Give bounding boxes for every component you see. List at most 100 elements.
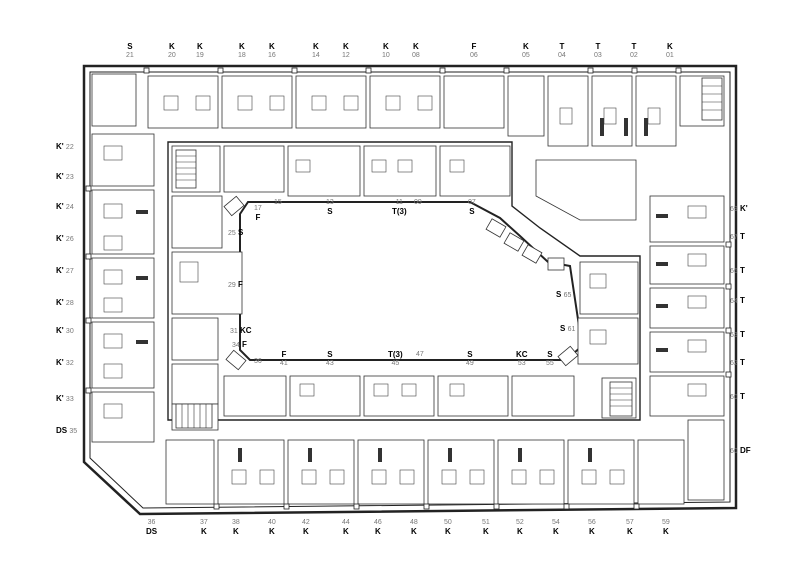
inner-right-label-61-type: S: [560, 324, 566, 333]
inner-left-label-29: 29 F: [228, 280, 243, 290]
bottom-room-label-51-type: K: [483, 527, 489, 536]
inner-top-label-17-number: 17: [254, 205, 262, 212]
bottom-room-label-57-number: 57: [626, 519, 634, 526]
right-room-label-63-number: 63: [730, 332, 738, 339]
inner-bottom-label-45-type: T(3): [388, 350, 403, 359]
inner-top-label-13-number: 13: [326, 199, 334, 206]
inner-bottom-label-55-type: S: [547, 350, 553, 359]
inner-top-label-13-type: S: [327, 207, 333, 216]
bottom-room-label-42-number: 42: [302, 519, 310, 526]
structural-columns: [85, 67, 732, 510]
inner-bottom-label-47: 47: [416, 350, 424, 359]
right-room-label-60: 60 T: [730, 392, 745, 402]
inner-right-label-65: S 65: [556, 290, 571, 300]
inner-bottom-label-43-number: 43: [326, 360, 334, 367]
bottom-room-label-52-number: 52: [516, 519, 524, 526]
left-room-label-23-type: K': [56, 172, 64, 181]
inner-top-label-11-number: 11: [395, 199, 403, 206]
left-room-label-35: DS 35: [56, 426, 77, 436]
top-room-label-06-number: 06: [470, 52, 478, 59]
right-room-label-62: 62 T: [730, 358, 745, 368]
inner-right-label-65-type: S: [556, 290, 562, 299]
left-room-label-24-type: K': [56, 202, 64, 211]
left-room-label-28-number: 28: [65, 300, 74, 307]
bottom-room-label-56-number: 56: [588, 519, 596, 526]
courtyard-outline: [239, 201, 584, 361]
bottom-room-label-46-number: 46: [374, 519, 382, 526]
right-room-label-69-type: K': [740, 204, 748, 213]
bottom-room-label-52-type: K: [517, 527, 523, 536]
bottom-room-label-48-type: K: [411, 527, 417, 536]
left-room-label-27: K' 27: [56, 266, 74, 276]
bottom-room-row: [165, 439, 685, 505]
inner-bottom-label-41-type: F: [281, 350, 287, 359]
inner-top-label-11-type: T(3): [392, 207, 407, 216]
left-room-column: [91, 133, 155, 443]
top-room-label-12-number: 12: [342, 52, 350, 59]
right-room-label-62-type: T: [740, 358, 745, 367]
left-room-label-26: K' 26: [56, 234, 74, 244]
right-room-label-69-number: 69: [730, 206, 738, 213]
top-room-label-21-number: 21: [126, 52, 134, 59]
left-room-label-23-number: 23: [65, 174, 74, 181]
bottom-room-label-44-number: 44: [342, 519, 350, 526]
top-room-label-21-type: S: [127, 42, 133, 51]
top-room-label-01-number: 01: [666, 52, 674, 59]
right-room-label-60-number: 60: [730, 394, 738, 401]
inner-left-label-25: 25 S: [228, 228, 243, 238]
inner-left-label-31: 31 KC: [230, 326, 252, 336]
bottom-room-label-46-type: K: [375, 527, 381, 536]
left-room-label-32-number: 32: [65, 360, 74, 367]
top-room-label-05-type: K: [523, 42, 529, 51]
left-room-label-30: K' 30: [56, 326, 74, 336]
inner-left-label-36-number: 36: [254, 358, 262, 365]
top-room-label-06-type: F: [471, 42, 477, 51]
bottom-room-label-56-type: K: [589, 527, 595, 536]
top-room-label-02-type: T: [631, 42, 637, 51]
bottom-room-label-38-type: K: [233, 527, 239, 536]
bottom-room-label-59-number: 59: [662, 519, 670, 526]
left-room-label-26-type: K': [56, 234, 64, 243]
top-room-label-20-number: 20: [168, 52, 176, 59]
inner-top-label-07-number: 07: [468, 199, 476, 206]
left-room-label-30-number: 30: [65, 328, 74, 335]
left-room-label-23: K' 23: [56, 172, 74, 182]
bottom-room-label-54-type: K: [553, 527, 559, 536]
bottom-room-label-48-number: 48: [410, 519, 418, 526]
top-room-label-18-type: K: [239, 42, 245, 51]
bottom-room-label-51-number: 51: [482, 519, 490, 526]
left-room-label-35-number: 35: [69, 428, 78, 435]
bottom-room-label-42-type: K: [303, 527, 309, 536]
inner-bottom-label-53-type: KC: [516, 350, 528, 359]
left-room-label-22-type: K': [56, 142, 64, 151]
left-room-label-33-type: K': [56, 394, 64, 403]
inner-right-label-61-number: 61: [567, 326, 576, 333]
right-room-label-63: 63 T: [730, 330, 745, 340]
bottom-room-label-40-number: 40: [268, 519, 276, 526]
inner-bottom-label-49-type: S: [467, 350, 473, 359]
right-room-label-62-number: 62: [730, 360, 738, 367]
top-room-label-03-number: 03: [594, 52, 602, 59]
inner-ring-outline: [167, 141, 641, 421]
right-room-label-60-type: T: [740, 392, 745, 401]
right-room-label-67-type: T: [740, 232, 745, 241]
top-room-label-01-type: K: [667, 42, 673, 51]
inner-top-label-07-type: S: [469, 207, 475, 216]
bottom-room-label-59-type: K: [663, 527, 669, 536]
